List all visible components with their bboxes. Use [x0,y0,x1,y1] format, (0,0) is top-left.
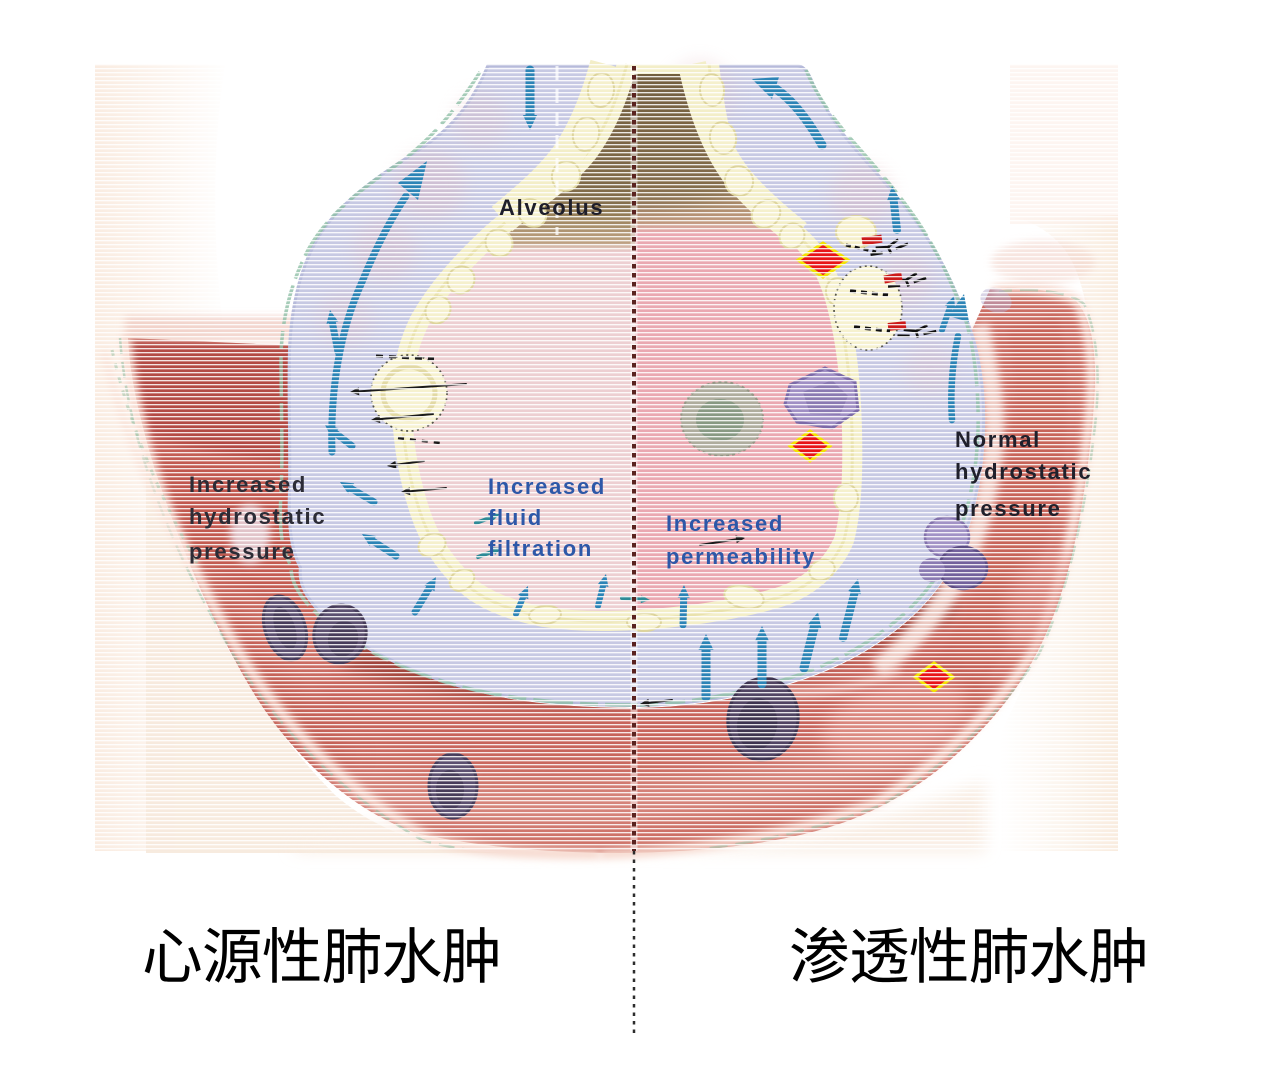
svg-text:Increased: Increased [488,474,606,499]
svg-text:pressure: pressure [955,496,1062,521]
svg-text:hydrostatic: hydrostatic [955,459,1092,484]
svg-text:Increased: Increased [666,511,784,536]
svg-text:Increased: Increased [189,472,307,497]
svg-text:fluid: fluid [488,505,543,530]
svg-text:permeability: permeability [666,544,816,569]
svg-text:Normal: Normal [955,427,1041,452]
svg-text:filtration: filtration [488,536,593,561]
svg-text:hydrostatic: hydrostatic [189,504,326,529]
svg-text:pressure: pressure [189,539,296,564]
svg-text:Alveolus: Alveolus [499,195,604,220]
